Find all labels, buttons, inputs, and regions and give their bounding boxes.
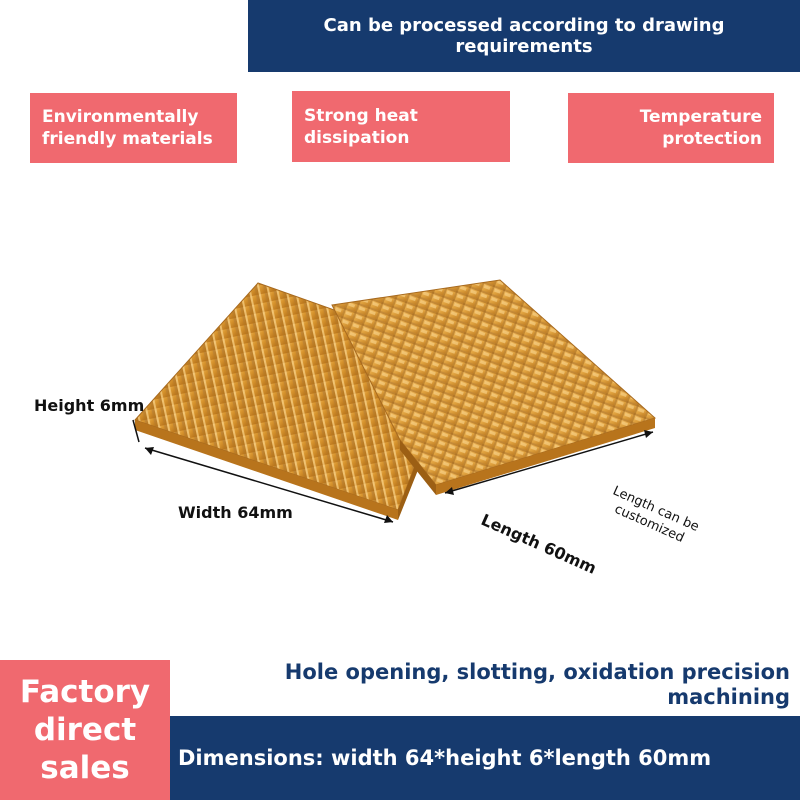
heatsink-right: [331, 279, 656, 495]
feature-badge-temperature: Temperature protection: [568, 93, 774, 163]
height-label: Height 6mm: [34, 396, 145, 415]
width-label: Width 64mm: [178, 503, 293, 522]
processing-caption: Hole opening, slotting, oxidation precis…: [284, 660, 790, 709]
feature-label: Environmentally friendly materials: [42, 107, 213, 149]
feature-badge-heat: Strong heat dissipation: [292, 91, 510, 162]
dimensions-text: Dimensions: width 64*height 6*length 60m…: [178, 746, 712, 770]
dimensions-banner: Dimensions: width 64*height 6*length 60m…: [170, 716, 800, 800]
top-banner-text: Can be processed according to drawing re…: [323, 15, 725, 57]
feature-label: Temperature protection: [639, 107, 762, 149]
feature-label: Strong heat dissipation: [304, 105, 418, 148]
factory-badge-text: Factory direct sales: [19, 674, 151, 786]
height-dimension-line: [132, 419, 140, 443]
length-dimension-line: [444, 430, 654, 495]
width-dimension-line: [144, 447, 394, 523]
heatsink-left: [134, 282, 419, 520]
feature-badge-eco: Environmentally friendly materials: [30, 93, 237, 163]
top-banner: Can be processed according to drawing re…: [248, 0, 800, 72]
heatsink-product-image: [132, 279, 656, 523]
factory-direct-sales-badge: Factory direct sales: [0, 660, 170, 800]
